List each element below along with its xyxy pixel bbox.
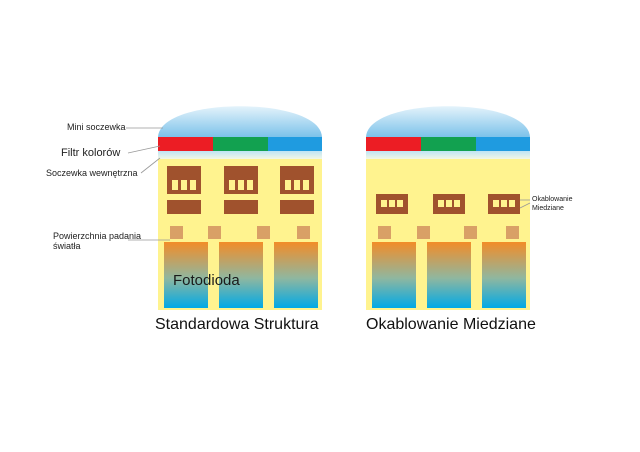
color-filter-label: Filtr kolorów (61, 147, 121, 159)
inner-lens-label: Soczewka wewnętrzna (46, 168, 138, 178)
leader-lines (126, 127, 531, 241)
light-surface-label-line1: Powierzchnia padania (53, 231, 142, 241)
copper-wiring-label: Okablowanie Miedziane (532, 196, 572, 214)
standard-structure (158, 106, 322, 310)
wiring-block (376, 194, 408, 214)
photodiode (427, 242, 471, 308)
filter-green (421, 137, 476, 151)
filter-red (366, 137, 421, 151)
copper-wiring-label-line2: Miedziane (532, 204, 564, 212)
light-surface-label: Powierzchnia padania światła (53, 231, 141, 252)
light-window (378, 226, 391, 239)
filter-blue (476, 137, 530, 151)
light-window (464, 226, 477, 239)
photodiode (274, 242, 318, 308)
light-window (170, 226, 183, 239)
light-window (297, 226, 310, 239)
copper-wiring-label-line1: Okablowanie (532, 196, 573, 203)
light-window (417, 226, 430, 239)
wiring-block (224, 166, 258, 214)
photodiode (372, 242, 416, 308)
wiring-block (488, 194, 520, 214)
caption-copper: Okablowanie Miedziane (366, 316, 536, 333)
filter-green (213, 137, 268, 151)
inner-lens-strip (158, 151, 322, 159)
caption-standard: Standardowa Struktura (155, 316, 319, 333)
wiring-block (433, 194, 465, 214)
filter-red (158, 137, 213, 151)
photodiode (219, 242, 263, 308)
mini-lens (158, 106, 322, 137)
photodiode (482, 242, 526, 308)
mini-lens (366, 106, 530, 137)
filter-blue (268, 137, 322, 151)
light-window (208, 226, 221, 239)
light-window (257, 226, 270, 239)
leader-copper-wiring-2 (519, 202, 531, 209)
photodiode-label: Fotodioda (173, 272, 240, 289)
wiring-block (167, 166, 201, 214)
leader-color-filter (127, 145, 161, 154)
mini-lens-label: Mini soczewka (67, 122, 126, 132)
copper-structure (366, 106, 530, 310)
photodiode (164, 242, 208, 308)
wiring-block (280, 166, 314, 214)
inner-lens-strip (366, 151, 530, 159)
leader-inner-lens (140, 157, 161, 174)
light-surface-label-line2: światła (53, 241, 81, 252)
light-window (506, 226, 519, 239)
